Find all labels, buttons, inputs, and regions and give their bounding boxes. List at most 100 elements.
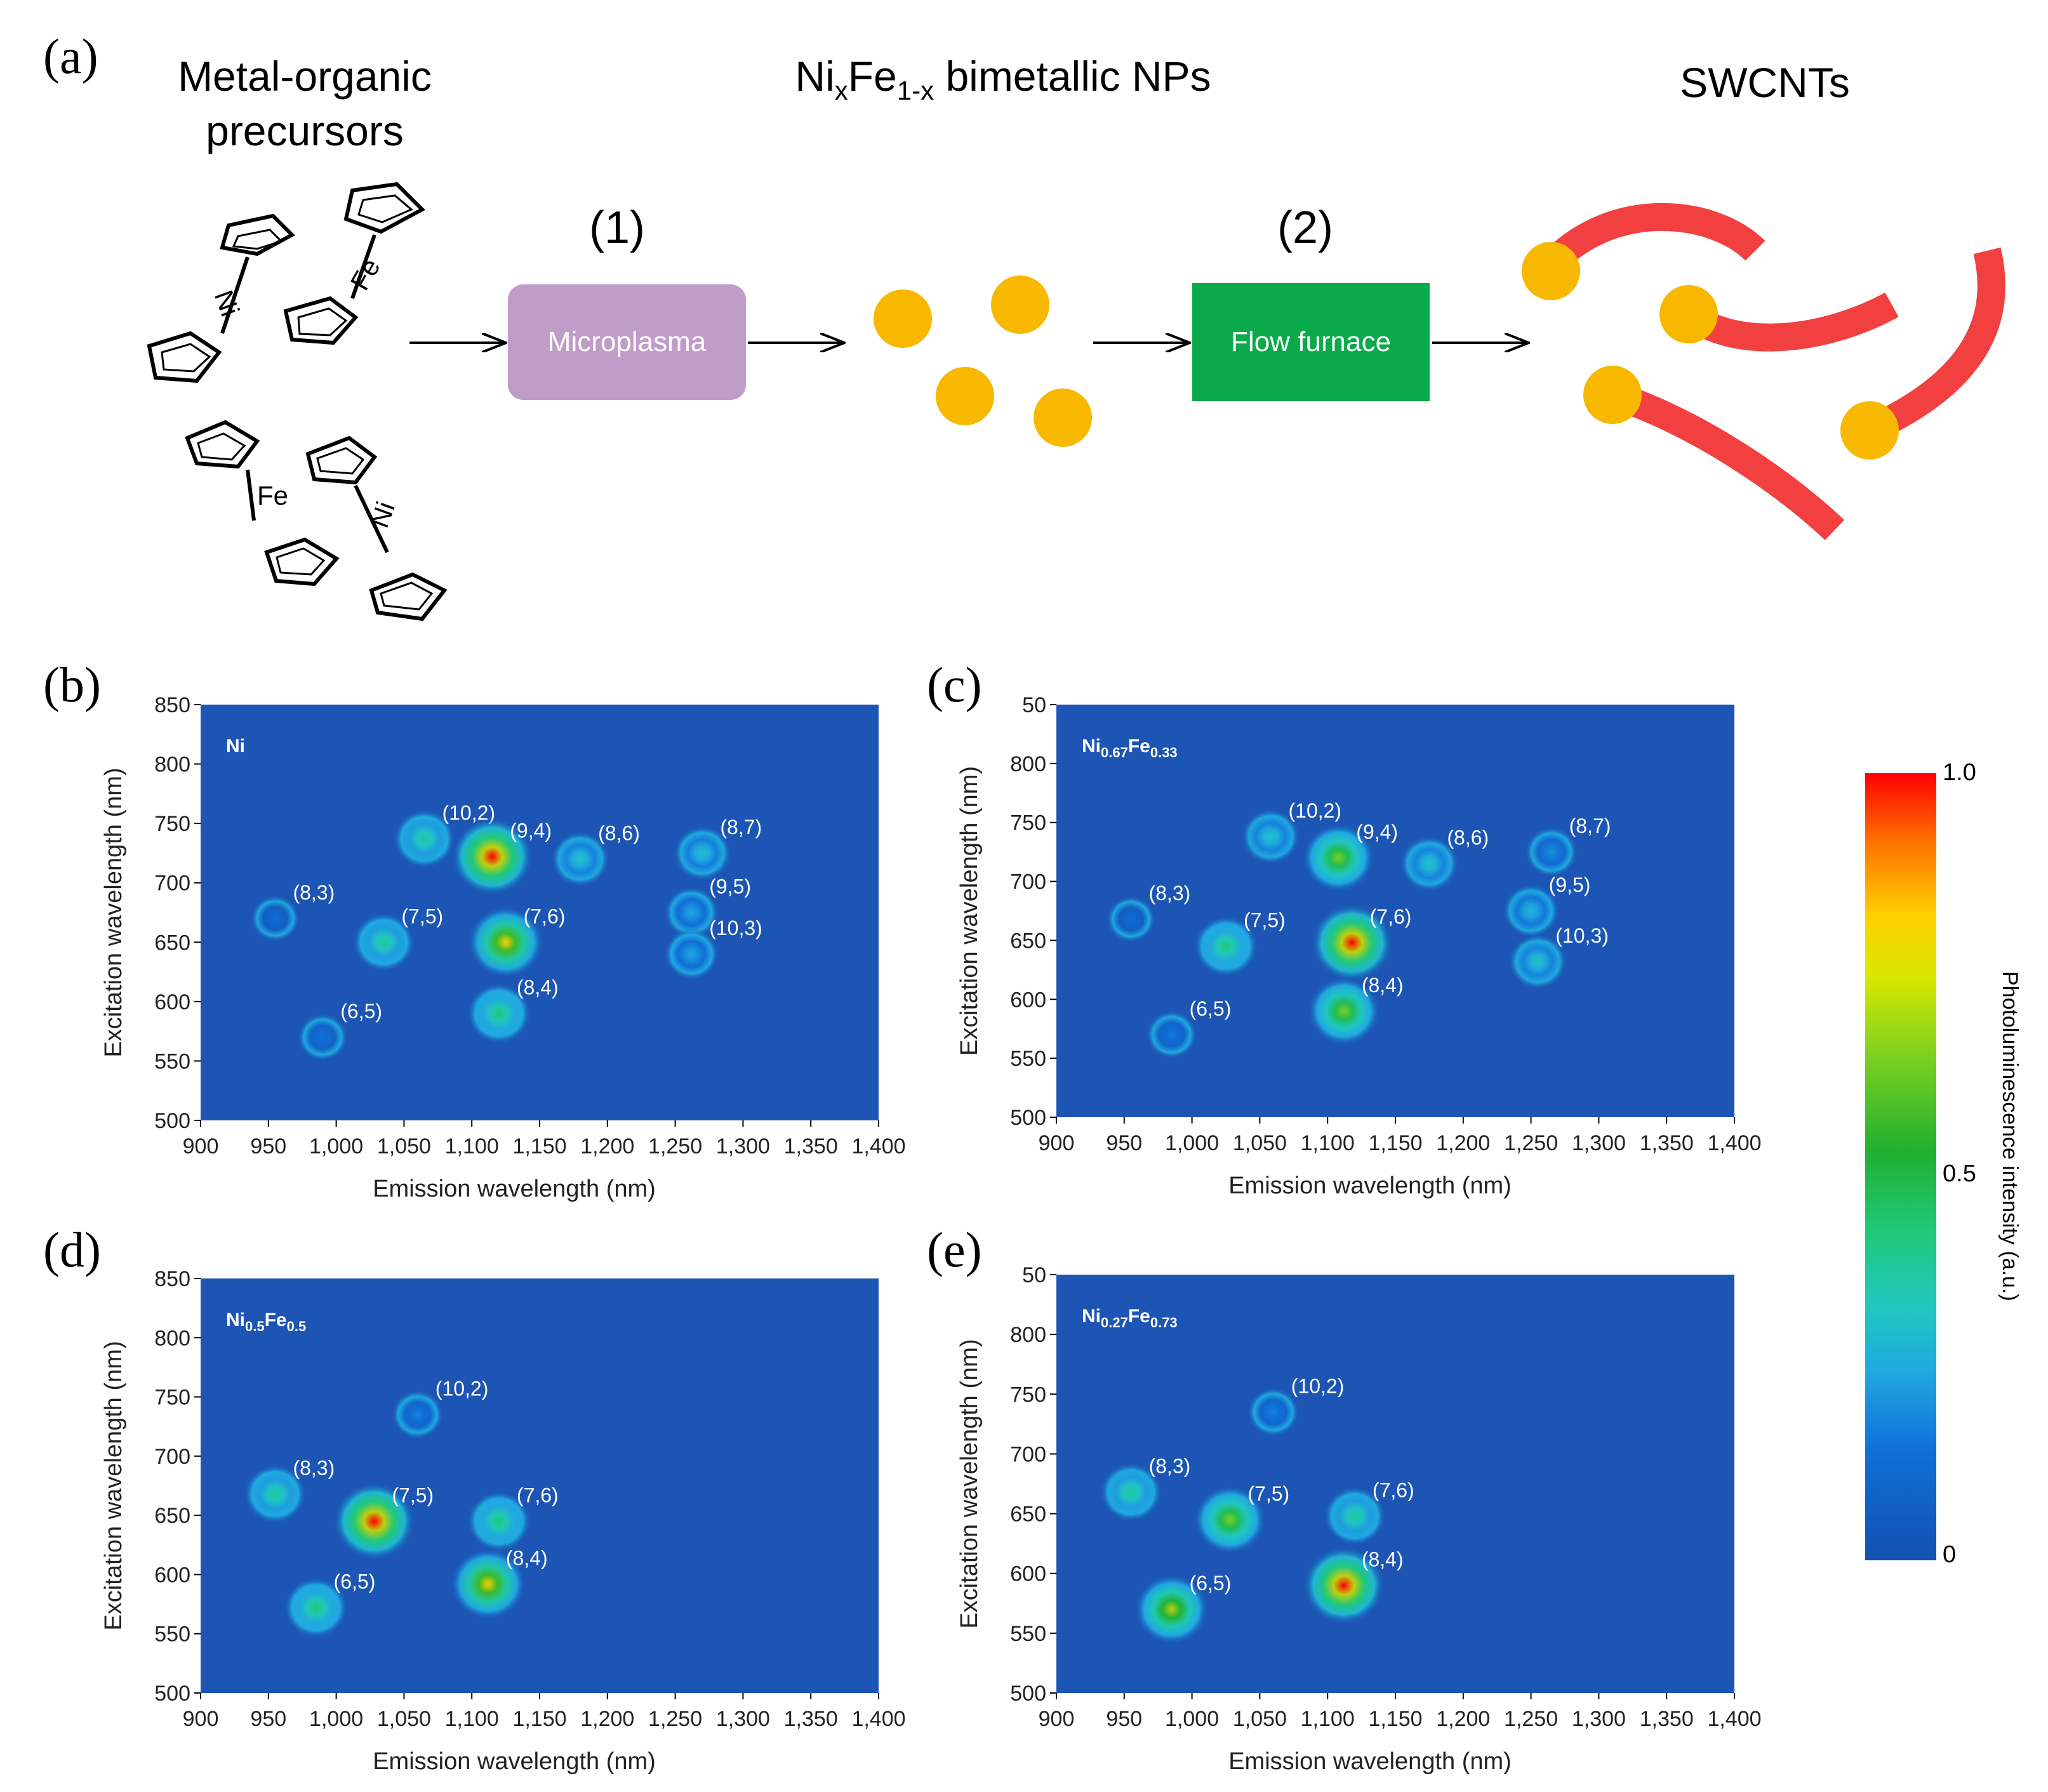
x-tick-label: 900 bbox=[1039, 1707, 1075, 1731]
pl-map-3: (10,2)(8,3)(7,5)(7,6)(6,5)(8,4)Ni0.27Fe0… bbox=[956, 1263, 1762, 1775]
x-tick-label: 1,250 bbox=[1504, 1707, 1558, 1731]
nanotube bbox=[1538, 202, 1765, 277]
microplasma-box: Microplasma bbox=[508, 284, 746, 400]
x-tick-label: 1,050 bbox=[1233, 1131, 1287, 1155]
x-tick-label: 900 bbox=[1039, 1131, 1075, 1155]
heading-nps-fe: Fe bbox=[848, 53, 897, 100]
x-tick-label: 950 bbox=[250, 1134, 286, 1158]
peak-label: (7,5) bbox=[392, 1483, 434, 1506]
peak-spot bbox=[1525, 826, 1578, 877]
flow-furnace-box: Flow furnace bbox=[1192, 283, 1430, 401]
peak-spot bbox=[393, 809, 456, 869]
y-axis-title: Excitation wavelength (nm) bbox=[956, 1339, 983, 1628]
x-tick-label: 1,300 bbox=[1572, 1131, 1626, 1155]
peak-spot bbox=[1134, 1574, 1209, 1645]
nanotube bbox=[1866, 247, 2005, 441]
y-tick-label: 500 bbox=[1010, 1682, 1046, 1706]
x-axis-title: Emission wavelength (nm) bbox=[1228, 1748, 1512, 1775]
colorbar-label: Photoluminescence intensity (a.u.) bbox=[1998, 971, 2022, 1301]
heading-nps-sub-1x: 1-x bbox=[896, 76, 934, 106]
panel-label-a: (a) bbox=[43, 29, 98, 84]
x-tick-label: 1,000 bbox=[1165, 1131, 1219, 1155]
y-tick-label: 750 bbox=[1010, 1383, 1046, 1407]
peak-spot bbox=[1302, 823, 1374, 893]
heading-nps-rest: bimetallic NPs bbox=[934, 53, 1211, 100]
y-tick-label: 800 bbox=[1010, 752, 1046, 776]
y-tick-label: 500 bbox=[154, 1109, 190, 1133]
peak-label: (9,4) bbox=[1356, 820, 1398, 843]
peak-spot bbox=[1400, 836, 1459, 892]
y-tick-label: 750 bbox=[1010, 811, 1046, 835]
peak-label: (9,5) bbox=[709, 875, 751, 898]
heading-swcnts: SWCNTs bbox=[1680, 59, 1850, 106]
nickelocene-molecule-2: Ni bbox=[305, 435, 448, 621]
pl-map-0: (10,2)(9,4)(8,6)(8,7)(8,3)(7,5)(7,6)(9,5… bbox=[100, 693, 906, 1202]
step-label-1: (1) bbox=[589, 202, 645, 253]
x-tick-label: 1,050 bbox=[1233, 1707, 1287, 1731]
colorbar-tick-max: 1.0 bbox=[1943, 759, 1976, 786]
inset-composition-label: Ni0.27Fe0.73 bbox=[1082, 1306, 1178, 1331]
y-tick-label: 650 bbox=[1010, 929, 1046, 953]
catalyst-particle bbox=[1522, 242, 1580, 300]
y-tick-label: 600 bbox=[154, 1563, 190, 1587]
y-tick-label: 500 bbox=[1010, 1106, 1046, 1130]
peak-label: (10,2) bbox=[1288, 799, 1341, 822]
y-tick-label: 600 bbox=[1010, 988, 1046, 1012]
peak-label: (10,3) bbox=[1555, 924, 1609, 947]
peak-spot bbox=[1508, 934, 1567, 990]
peak-spot bbox=[1106, 896, 1155, 943]
nanotubes bbox=[1538, 202, 2005, 540]
peak-spot bbox=[664, 886, 719, 939]
scheme-graphics: Ni Fe Fe Ni bbox=[147, 182, 2005, 621]
x-tick-label: 1,100 bbox=[445, 1134, 499, 1158]
y-tick-label: 700 bbox=[154, 872, 190, 896]
y-tick-label: 800 bbox=[154, 753, 190, 777]
x-tick-label: 1,350 bbox=[784, 1707, 838, 1731]
peak-spot bbox=[1241, 809, 1300, 865]
y-tick-label: 800 bbox=[154, 1326, 190, 1350]
heading-nps: NixFe1-x bimetallic NPs bbox=[749, 50, 1257, 109]
peak-label: (8,3) bbox=[1148, 1455, 1190, 1478]
peak-spot bbox=[1194, 915, 1258, 977]
peak-spot bbox=[244, 1464, 307, 1524]
y-tick-label: 550 bbox=[1010, 1622, 1046, 1646]
heading-precursors-line2: precursors bbox=[206, 107, 404, 154]
peak-label: (6,5) bbox=[1190, 1572, 1232, 1595]
peak-spot bbox=[673, 825, 731, 881]
inset-composition-label: Ni bbox=[226, 736, 245, 757]
inset-composition-label: Ni0.5Fe0.5 bbox=[226, 1310, 306, 1334]
peak-label: (10,2) bbox=[436, 1377, 489, 1400]
x-tick-label: 1,350 bbox=[1640, 1707, 1694, 1731]
catalyst-particle bbox=[1583, 366, 1642, 424]
y-tick-label: 750 bbox=[154, 812, 190, 836]
peak-spot bbox=[392, 1390, 444, 1440]
x-tick-label: 1,050 bbox=[377, 1134, 431, 1158]
peak-label: (8,7) bbox=[720, 816, 762, 839]
x-tick-label: 1,050 bbox=[377, 1707, 431, 1731]
x-axis-title: Emission wavelength (nm) bbox=[373, 1748, 656, 1775]
peak-label: (7,6) bbox=[1370, 905, 1412, 928]
nanotube bbox=[1608, 382, 1845, 540]
peak-spot bbox=[284, 1577, 349, 1638]
x-tick-label: 1,000 bbox=[309, 1707, 363, 1731]
x-tick-label: 1,200 bbox=[580, 1707, 634, 1731]
peak-label: (6,5) bbox=[340, 1000, 382, 1023]
nanoparticle bbox=[874, 289, 932, 348]
y-tick-label: 500 bbox=[154, 1682, 190, 1706]
peak-spot bbox=[450, 1548, 526, 1620]
peak-label: (8,7) bbox=[1569, 814, 1611, 837]
x-tick-label: 1,150 bbox=[1368, 1131, 1422, 1155]
x-tick-label: 1,400 bbox=[851, 1707, 905, 1731]
peak-spot bbox=[468, 906, 544, 978]
catalyst-particle bbox=[1840, 401, 1899, 460]
peak-label: (6,5) bbox=[334, 1570, 376, 1593]
colorbar-tick-mid: 0.5 bbox=[1943, 1160, 1976, 1187]
peak-label: (7,6) bbox=[1373, 1478, 1414, 1501]
peak-label: (7,5) bbox=[1244, 909, 1286, 932]
panel-label-b: (b) bbox=[43, 657, 101, 712]
peak-label: (6,5) bbox=[1190, 997, 1232, 1020]
panel-label-d: (d) bbox=[43, 1222, 101, 1277]
x-tick-label: 1,300 bbox=[1572, 1707, 1626, 1731]
peak-spot bbox=[333, 1482, 415, 1560]
peak-spot bbox=[451, 818, 533, 896]
